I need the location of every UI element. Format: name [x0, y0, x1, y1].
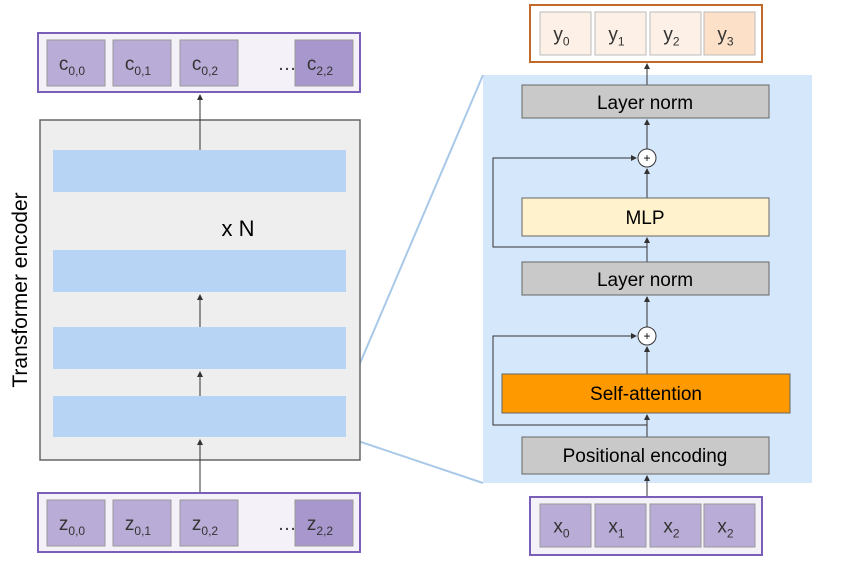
- positional-encoding-label: Positional encoding: [563, 446, 728, 467]
- add-label: +: [643, 151, 650, 165]
- repeat-label: x N: [222, 216, 255, 241]
- token-cell: [649, 503, 702, 548]
- mlp-layer: [521, 197, 770, 237]
- token-cell: [112, 499, 172, 547]
- add-icon: [637, 326, 657, 346]
- layer-norm-mid: [521, 261, 770, 296]
- token-cell: [294, 39, 354, 87]
- token-cell: [294, 499, 354, 547]
- layer-norm-mid-label: Layer norm: [597, 270, 693, 291]
- encoder-layer: [53, 250, 346, 292]
- zoom-line-bottom: [345, 436, 484, 484]
- token-label: …: [278, 54, 297, 75]
- add-label: +: [643, 329, 650, 343]
- encoder-layer: [53, 150, 346, 192]
- token-cell: [539, 503, 592, 548]
- add-icon: [637, 148, 657, 168]
- token-cell: [594, 503, 647, 548]
- token-cell: [46, 499, 106, 547]
- self-attention-layer: [501, 373, 791, 414]
- layer-norm-top: [521, 84, 770, 119]
- encoder-layer: [53, 396, 346, 437]
- mlp-label: MLP: [625, 208, 664, 229]
- token-cell: [179, 39, 239, 87]
- self-attention-label: Self-attention: [590, 384, 702, 405]
- token-label: …: [278, 514, 297, 535]
- token-cell: [703, 503, 756, 548]
- token-cell: [703, 11, 756, 56]
- token-cell: [46, 39, 106, 87]
- layer-norm-top-label: Layer norm: [597, 93, 693, 114]
- token-cell: [539, 11, 592, 56]
- positional-encoding-layer: [521, 436, 770, 475]
- zoom-line-top: [345, 74, 484, 397]
- token-cell: [112, 39, 172, 87]
- token-cell: [649, 11, 702, 56]
- token-cell: [594, 11, 647, 56]
- encoder-label: Transformer encoder: [9, 192, 32, 387]
- arrows: [197, 63, 650, 497]
- token-cell: [179, 499, 239, 547]
- encoder-layer: [53, 327, 346, 369]
- token-label: z2,2: [307, 514, 334, 538]
